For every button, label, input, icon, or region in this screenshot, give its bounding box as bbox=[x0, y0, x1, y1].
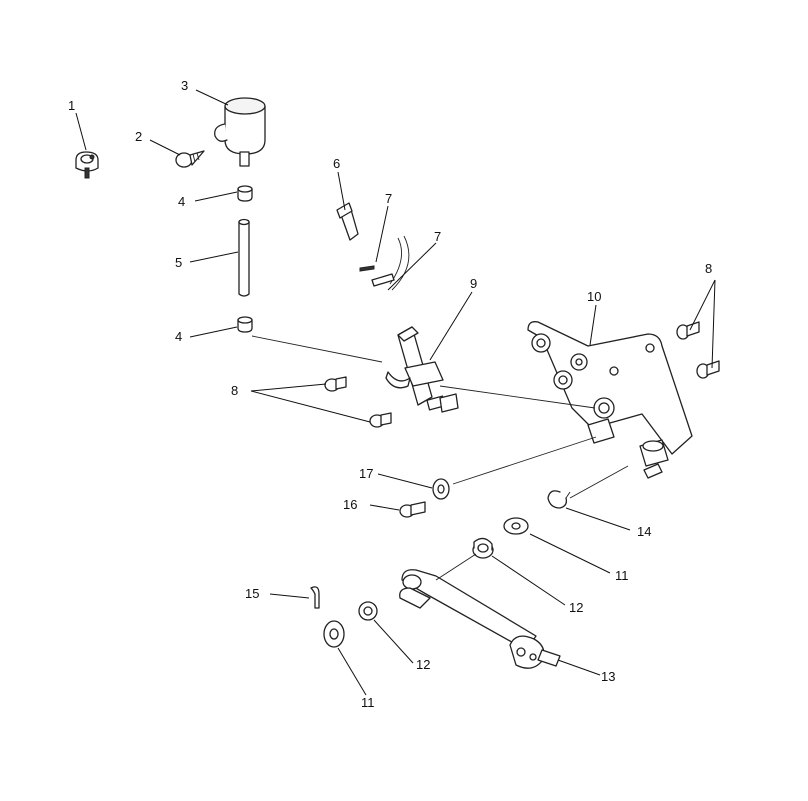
seal-part-b bbox=[359, 265, 375, 272]
bolt-part-16 bbox=[399, 501, 426, 518]
pedal-lever-part bbox=[399, 569, 561, 669]
bolt-part-right-1 bbox=[676, 321, 700, 340]
callout-12-lower: 12 bbox=[416, 657, 430, 672]
bracket-plate-part bbox=[527, 321, 693, 479]
callout-10: 10 bbox=[587, 289, 601, 304]
callout-3: 3 bbox=[181, 78, 188, 93]
callout-5: 5 bbox=[175, 255, 182, 270]
callout-15: 15 bbox=[245, 586, 259, 601]
seal-part-a bbox=[371, 235, 410, 291]
callout-11-lower: 11 bbox=[361, 695, 375, 710]
bushing-part-lower bbox=[358, 601, 378, 621]
washer-part-11-upper bbox=[503, 517, 529, 535]
callout-1: 1 bbox=[68, 98, 75, 113]
reservoir-part bbox=[214, 97, 266, 167]
callout-7-upper: 7 bbox=[385, 191, 392, 206]
callout-16: 16 bbox=[343, 497, 357, 512]
callout-11-upper: 11 bbox=[615, 568, 629, 583]
callout-2: 2 bbox=[135, 129, 142, 144]
callout-12-upper: 12 bbox=[569, 600, 583, 615]
callout-8-right: 8 bbox=[705, 261, 712, 276]
callout-17: 17 bbox=[359, 466, 373, 481]
bolt-part-left-1 bbox=[324, 376, 347, 392]
hose-clip-upper bbox=[237, 185, 253, 202]
callout-6: 6 bbox=[333, 156, 340, 171]
callout-7-lower: 7 bbox=[434, 229, 441, 244]
circlip-part bbox=[547, 490, 571, 509]
fitting-part bbox=[336, 202, 359, 241]
callout-9: 9 bbox=[470, 276, 477, 291]
bolt-part-left-2 bbox=[369, 412, 392, 428]
washer-part-11-lower bbox=[323, 620, 345, 648]
callout-labels: 1 2 3 4 5 6 7 7 8 9 10 4 8 17 16 14 11 1… bbox=[68, 78, 712, 710]
master-cylinder-part bbox=[385, 326, 459, 413]
screw-part-2 bbox=[175, 150, 205, 168]
callout-13: 13 bbox=[601, 669, 615, 684]
callout-14: 14 bbox=[637, 524, 651, 539]
callout-8-left: 8 bbox=[231, 383, 238, 398]
hose-part bbox=[238, 218, 250, 297]
leader-lines bbox=[75, 89, 716, 696]
callout-4-upper: 4 bbox=[178, 194, 185, 209]
hose-clip-lower bbox=[237, 316, 253, 333]
bolt-part-right-2 bbox=[696, 360, 720, 379]
clamp-part bbox=[75, 151, 99, 179]
cotter-pin-part bbox=[310, 586, 320, 609]
bushing-part-upper bbox=[472, 537, 494, 559]
callout-4-lower: 4 bbox=[175, 329, 182, 344]
washer-part-17 bbox=[432, 478, 450, 500]
